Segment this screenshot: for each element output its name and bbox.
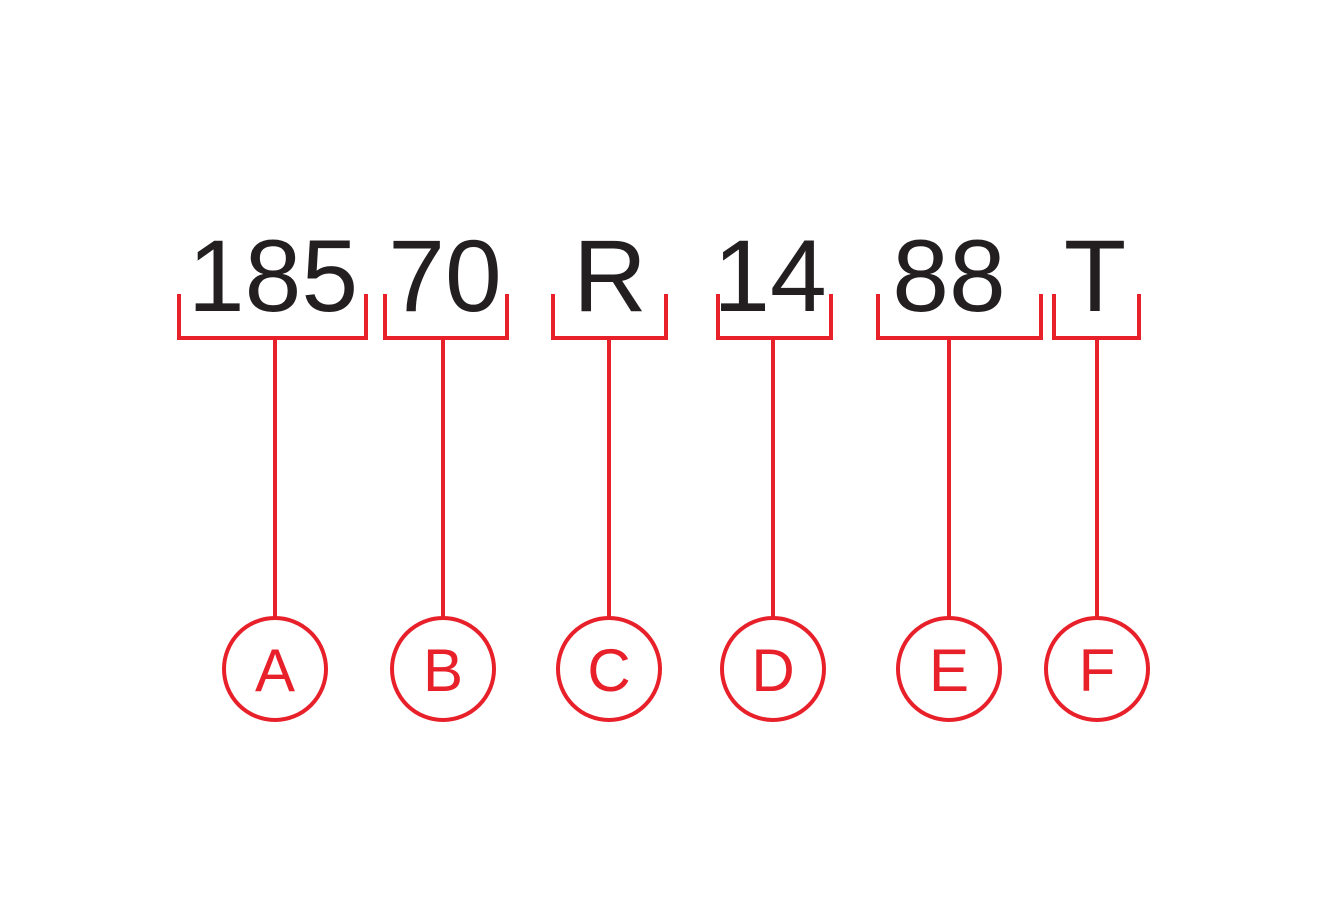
label-letter-f: F: [1079, 637, 1116, 704]
segment-c: R C: [551, 219, 668, 722]
label-letter-e: E: [929, 637, 969, 704]
label-letter-a: A: [255, 637, 295, 704]
label-circle-f: [1044, 616, 1150, 722]
label-letter-b: B: [423, 637, 463, 704]
label-letter-d: D: [751, 637, 794, 704]
bracket-b: [383, 294, 509, 340]
segment-a: 185 A: [177, 219, 368, 722]
code-text-b: 70: [388, 219, 501, 333]
segment-e: 88 E: [876, 219, 1043, 722]
code-text-c: R: [573, 219, 647, 333]
label-letter-c: C: [587, 637, 630, 704]
label-circle-b: [390, 616, 496, 722]
code-text-e: 88: [892, 219, 1005, 333]
label-circle-e: [896, 616, 1002, 722]
code-text-f: T: [1064, 219, 1126, 333]
bracket-e: [876, 294, 1043, 340]
segment-d: 14 D: [713, 219, 833, 722]
segment-f: T F: [1044, 219, 1150, 722]
label-circle-a: [222, 616, 328, 722]
code-text-a: 185: [188, 219, 358, 333]
segment-b: 70 B: [383, 219, 509, 722]
code-text-d: 14: [713, 219, 826, 333]
label-circle-c: [556, 616, 662, 722]
bracket-a: [177, 294, 368, 340]
label-circle-d: [720, 616, 826, 722]
